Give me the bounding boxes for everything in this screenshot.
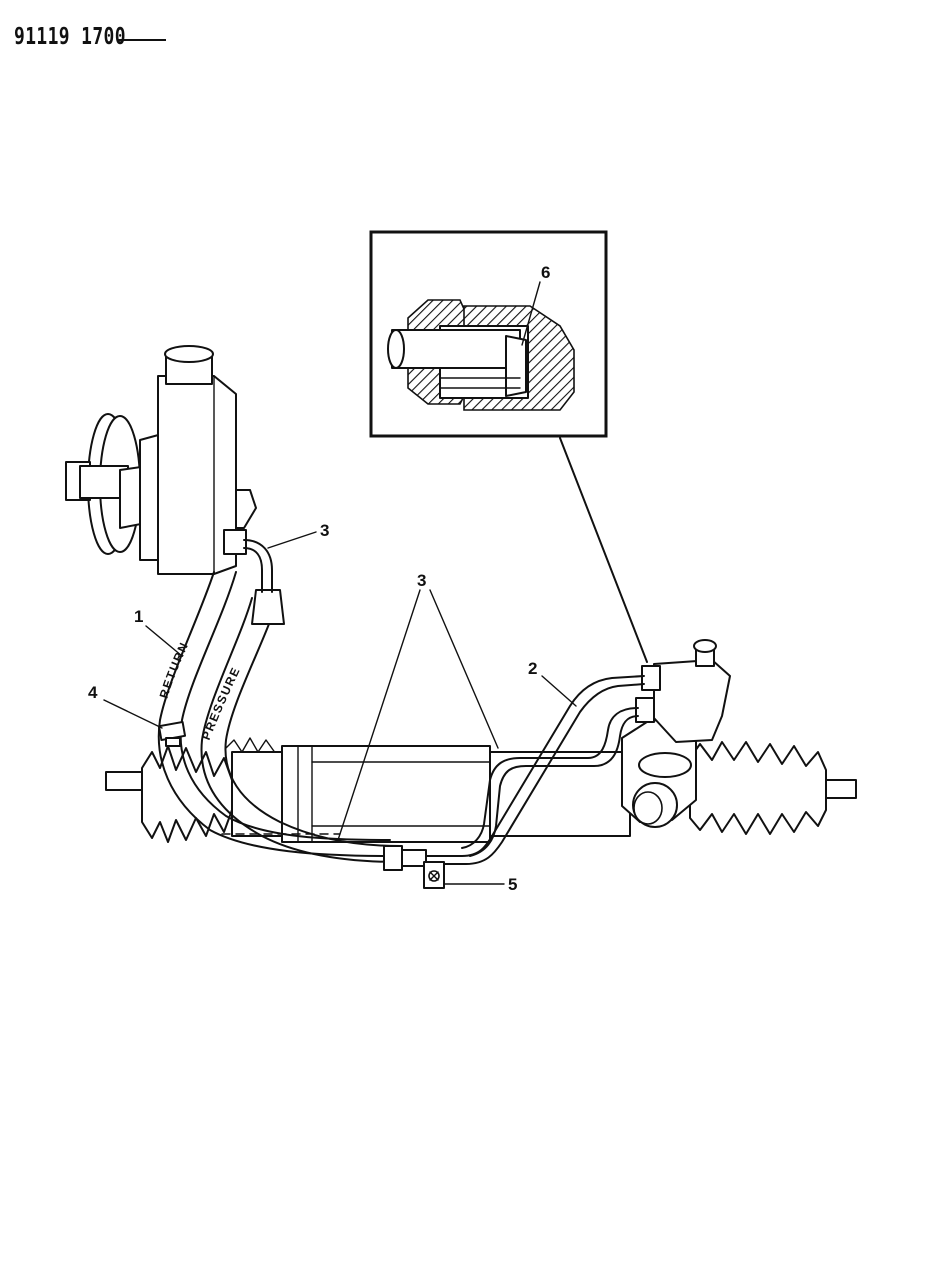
callout-2: 2 (528, 659, 537, 678)
fitting-cross-section-icon (387, 299, 575, 411)
inset-leader-line (559, 437, 648, 663)
callout-3-pump-leader (267, 531, 317, 549)
line-mounting-bracket (423, 861, 445, 889)
line-ferrule (383, 845, 403, 871)
fitting-detail-inset: 6 (369, 230, 608, 438)
pressure-line-pump-end (243, 539, 273, 593)
callout-3-rack-leader-b (429, 589, 499, 749)
power-steering-pump-icon (65, 345, 257, 575)
steering-rack-icon (105, 639, 857, 843)
return-steel-line (461, 707, 639, 857)
callout-3-rack: 3 (417, 571, 426, 590)
callout-6-leader (521, 281, 541, 346)
callout-5: 5 (508, 875, 517, 894)
callout-6: 6 (541, 263, 550, 282)
callout-2-leader (541, 675, 577, 707)
callout-4-leader (103, 699, 163, 729)
callout-1: 1 (134, 607, 143, 626)
callout-3-rack-leader-a (337, 589, 421, 841)
callout-1-leader (145, 625, 183, 657)
callout-4: 4 (88, 683, 98, 702)
hose-clamp (157, 721, 187, 747)
callout-group: 1 2 3 3 4 5 (88, 521, 577, 894)
document-code-strike (118, 39, 166, 41)
callout-3-pump: 3 (320, 521, 329, 540)
document-code: 91119 1700 (14, 24, 126, 50)
